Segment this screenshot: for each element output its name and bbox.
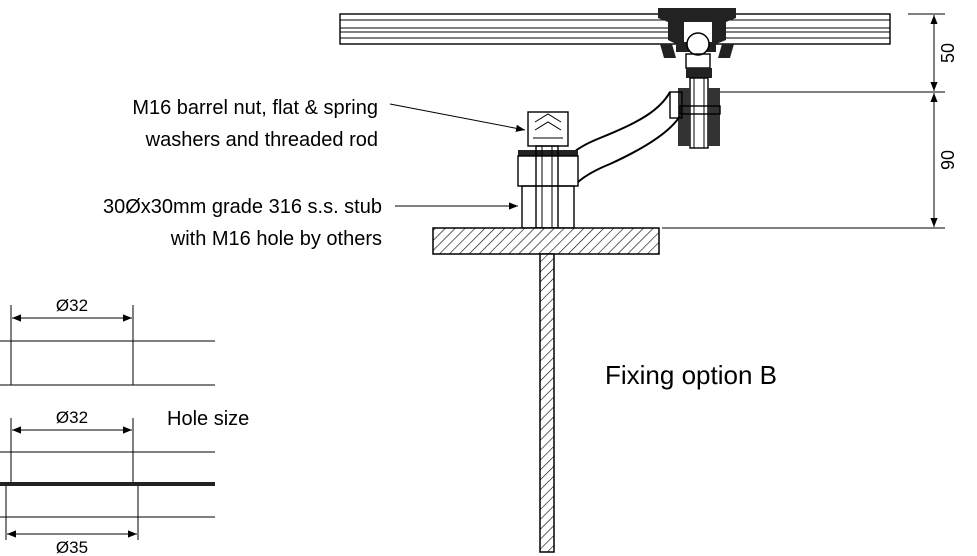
stub-callout-line2: with M16 hole by others: [170, 228, 382, 250]
hole-size-detail: [0, 305, 215, 540]
dimension-50-label: 50: [938, 43, 958, 63]
barrel-nut-leader: [389, 103, 526, 132]
vertical-dimensions: [662, 13, 945, 229]
curved-arm: [569, 91, 683, 183]
barrel-nut-callout-line1: M16 barrel nut, flat & spring: [132, 97, 378, 119]
barrel-nut-callout-line2: washers and threaded rod: [145, 129, 378, 151]
hole-dia-middle-label: Ø32: [56, 408, 88, 427]
fixing-option-title: Fixing option B: [605, 360, 777, 390]
hole-dia-bottom-label: Ø35: [56, 538, 88, 556]
stub-callout-line1: 30Øx30mm grade 316 s.s. stub: [103, 196, 382, 218]
hole-dia-top-label: Ø32: [56, 296, 88, 315]
hole-size-title: Hole size: [167, 408, 249, 430]
top-rail: [339, 13, 891, 45]
bolt-assembly: [678, 68, 721, 149]
dimension-90-label: 90: [938, 150, 958, 170]
clamp-fitting: [658, 8, 736, 69]
t-section-base: [432, 227, 660, 553]
stub-assembly: [517, 111, 579, 229]
